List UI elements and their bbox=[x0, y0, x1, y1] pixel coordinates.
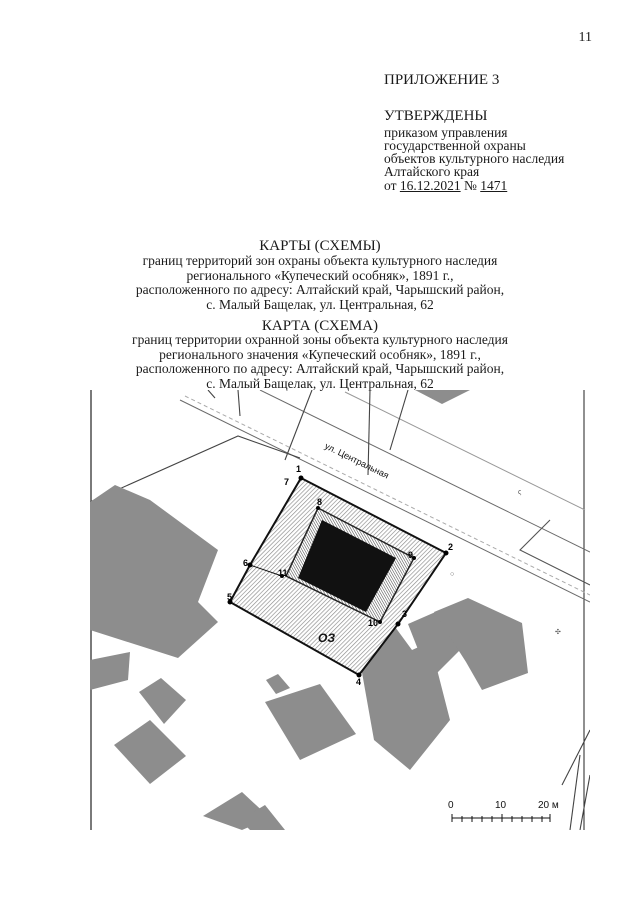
road bbox=[179, 390, 590, 603]
section2-description: границ территории охранной зоны объекта … bbox=[0, 332, 640, 391]
section2-line: регионального значения «Купеческий особн… bbox=[159, 346, 481, 362]
order-number: 1471 bbox=[480, 178, 508, 193]
point-label-3: 3 bbox=[402, 609, 407, 619]
section1-line: регионального «Купеческий особняк», 1891… bbox=[186, 267, 454, 283]
point-label-8: 8 bbox=[317, 497, 322, 507]
section1-line: границ территорий зон охраны объекта кул… bbox=[142, 253, 498, 268]
approval-line: Алтайского края bbox=[384, 164, 480, 179]
section2-line: с. Малый Бащелак, ул. Центральная, 62 bbox=[206, 375, 434, 391]
section1-title: КАРТЫ (СХЕМЫ) bbox=[259, 238, 381, 254]
svg-text:ς: ς bbox=[518, 489, 522, 496]
neighbor-buildings bbox=[90, 390, 528, 830]
svg-text:◦: ◦ bbox=[400, 457, 402, 464]
order-prefix: от bbox=[384, 178, 400, 193]
approval-line: приказом управления bbox=[384, 125, 508, 140]
scale-label-20: 20 м bbox=[538, 800, 559, 811]
point-label-10: 10 bbox=[368, 618, 378, 628]
order-date: 16.12.2021 bbox=[399, 178, 461, 193]
order-reference: от 16.12.2021 № 1471 bbox=[384, 178, 507, 194]
zone-vertices bbox=[227, 475, 449, 678]
zone-map: 1 2 3 4 5 6 7 8 9 10 11 ул. Центральная … bbox=[90, 390, 590, 830]
point-label-7: 7 bbox=[284, 477, 289, 487]
street-label: ул. Центральная bbox=[323, 441, 391, 481]
point-label-2: 2 bbox=[448, 542, 453, 552]
approval-line: объектов культурного наследия bbox=[384, 151, 565, 166]
section2-line: границ территории охранной зоны объекта … bbox=[132, 332, 508, 347]
approved-heading: УТВЕРЖДЕНЫ bbox=[384, 108, 488, 124]
section1-description: границ территорий зон охраны объекта кул… bbox=[0, 253, 640, 312]
scale-bar: 0 10 20 м bbox=[448, 800, 559, 822]
point-label-1: 1 bbox=[296, 464, 301, 474]
map-symbols: ✣ ○ ς ◦ bbox=[400, 457, 561, 636]
point-label-6: 6 bbox=[243, 558, 248, 568]
approval-line: государственной охраны bbox=[384, 138, 526, 153]
point-label-5: 5 bbox=[227, 592, 232, 602]
approval-authority: приказом управления государственной охра… bbox=[384, 125, 565, 179]
point-label-4: 4 bbox=[356, 677, 361, 687]
point-label-11: 11 bbox=[278, 568, 288, 578]
section2-line: расположенного по адресу: Алтайский край… bbox=[135, 361, 505, 376]
zone-label: ОЗ bbox=[318, 631, 335, 645]
svg-text:○: ○ bbox=[450, 571, 454, 578]
section1-line: с. Малый Бащелак, ул. Центральная, 62 bbox=[206, 296, 434, 312]
section1-line: расположенного по адресу: Алтайский край… bbox=[135, 282, 505, 297]
parcel-lines bbox=[90, 390, 590, 830]
scale-label-0: 0 bbox=[448, 800, 454, 811]
section2-title: КАРТА (СХЕМА) bbox=[261, 318, 379, 334]
dimension-line bbox=[249, 564, 283, 577]
heritage-building bbox=[298, 520, 396, 612]
order-number-sign: № bbox=[463, 178, 477, 193]
scale-label-10: 10 bbox=[495, 800, 507, 811]
svg-text:✣: ✣ bbox=[555, 628, 561, 636]
point-label-9: 9 bbox=[408, 550, 413, 560]
appendix-heading: ПРИЛОЖЕНИЕ 3 bbox=[384, 72, 500, 88]
page-number: 11 bbox=[578, 30, 592, 45]
